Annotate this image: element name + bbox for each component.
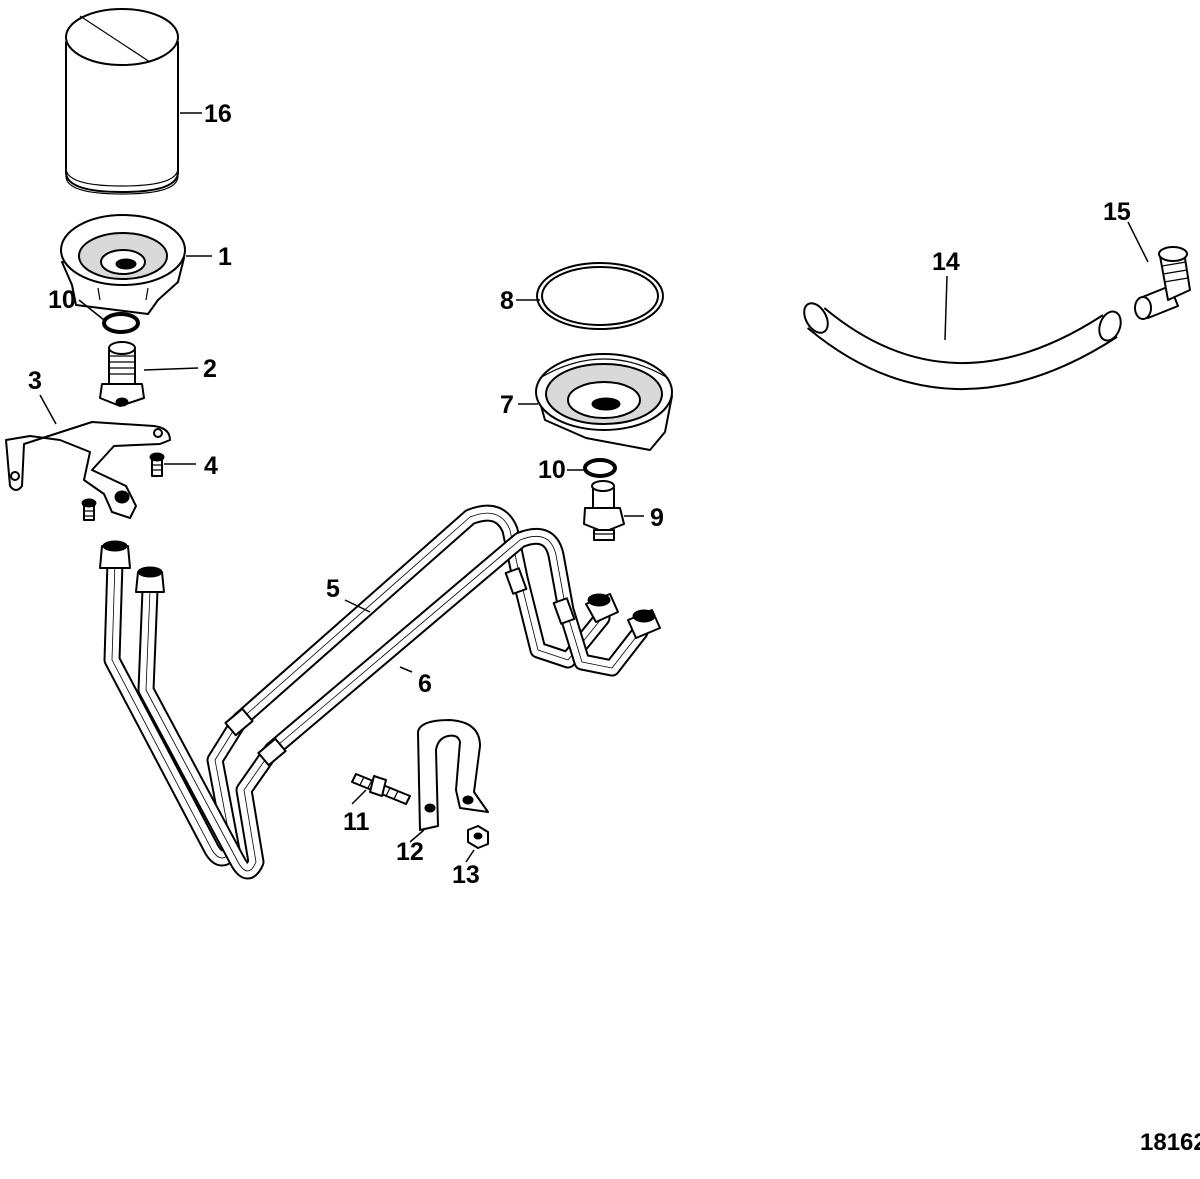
hose-14: [803, 302, 1122, 391]
large-o-ring: [536, 262, 664, 330]
o-ring-right: [583, 458, 617, 478]
mounting-bracket: [5, 421, 171, 519]
screw-bracket: [81, 498, 97, 521]
callout-5: 5: [326, 575, 340, 603]
figure-number: 18162: [1140, 1129, 1200, 1156]
clamp-12: [417, 719, 489, 831]
callout-4: 4: [204, 452, 218, 480]
nut-13: [467, 825, 489, 849]
threaded-fitting: [99, 341, 145, 407]
callout-7: 7: [500, 391, 514, 419]
callout-8: 8: [500, 287, 514, 315]
callout-12: 12: [396, 838, 424, 866]
fitting-9: [583, 480, 625, 541]
remote-filter-adapter: [535, 353, 673, 451]
callout-15: 15: [1103, 198, 1131, 226]
callout-14: 14: [932, 248, 960, 276]
oil-filter-canister: [65, 8, 179, 195]
callout-10-left: 10: [48, 286, 76, 314]
callout-labels: 16 1 10 2 3 4 5 6 8 7 10 9 11 12 13 14 1…: [28, 100, 1131, 889]
screw-4: [149, 452, 165, 477]
callout-2: 2: [203, 355, 217, 383]
oil-lines: [99, 504, 661, 880]
callout-16: 16: [204, 100, 232, 128]
callout-10-right: 10: [538, 456, 566, 484]
leader-lines: [39, 112, 1149, 863]
callout-3: 3: [28, 367, 42, 395]
callout-9: 9: [650, 504, 664, 532]
elbow-fitting-15: [1134, 246, 1191, 320]
filter-adapter: [60, 214, 186, 315]
stud-11: [351, 773, 411, 805]
callout-1: 1: [218, 243, 232, 271]
callout-13: 13: [452, 861, 480, 889]
callout-6: 6: [418, 670, 432, 698]
o-ring-left: [102, 312, 140, 334]
callout-11: 11: [343, 808, 370, 836]
